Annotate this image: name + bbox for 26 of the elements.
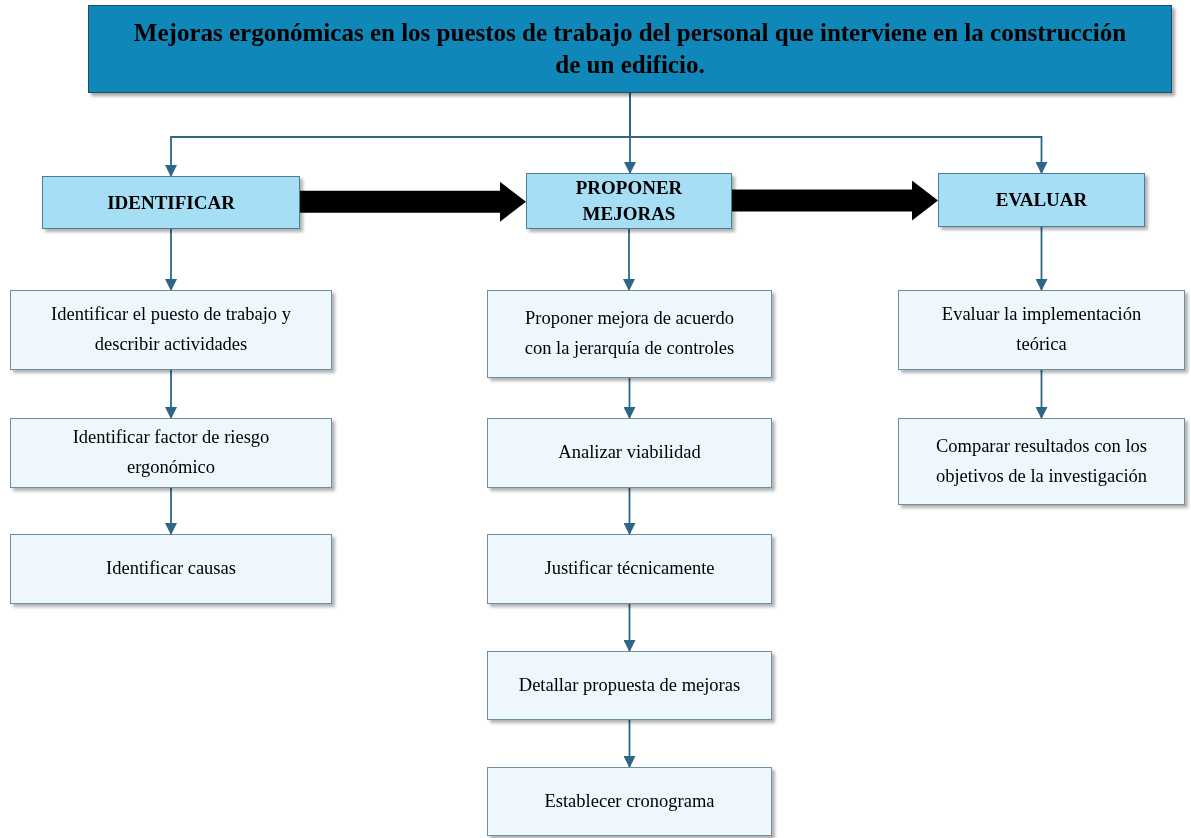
block-arrow — [732, 180, 938, 221]
step-box: Analizar viabilidad — [487, 418, 772, 488]
step-box: Identificar el puesto de trabajo y describir actividades — [10, 290, 332, 370]
arrow — [165, 487, 177, 535]
arrow — [623, 487, 636, 535]
phase-box: IDENTIFICAR — [42, 176, 300, 229]
phase-box: PROPONER MEJORAS — [526, 173, 732, 229]
arrow — [165, 369, 177, 419]
phase-box: EVALUAR — [938, 173, 1145, 227]
step-box: Establecer cronograma — [487, 767, 772, 836]
step-box: Identificar factor de riesgo ergonómico — [10, 418, 332, 488]
title-box: Mejoras ergonómicas en los puestos de trabajo del personal que interviene en la construcción de un edificio. — [88, 5, 1172, 93]
step-box: Evaluar la implementación teórica — [898, 290, 1185, 370]
step-box: Detallar propuesta de mejoras — [487, 651, 772, 720]
step-box: Comparar resultados con los objetivos de la investigación — [898, 418, 1185, 505]
step-box: Identificar causas — [10, 534, 332, 604]
arrow — [623, 228, 635, 291]
arrow — [623, 603, 636, 652]
arrow — [1035, 226, 1048, 291]
arrow — [623, 377, 636, 419]
step-box: Justificar técnicamente — [487, 534, 772, 604]
arrow — [165, 228, 177, 291]
step-box: Proponer mejora de acuerdo con la jerarquía de controles — [487, 290, 772, 378]
arrow — [1035, 369, 1048, 419]
arrow — [623, 719, 636, 768]
block-arrow — [300, 181, 526, 222]
